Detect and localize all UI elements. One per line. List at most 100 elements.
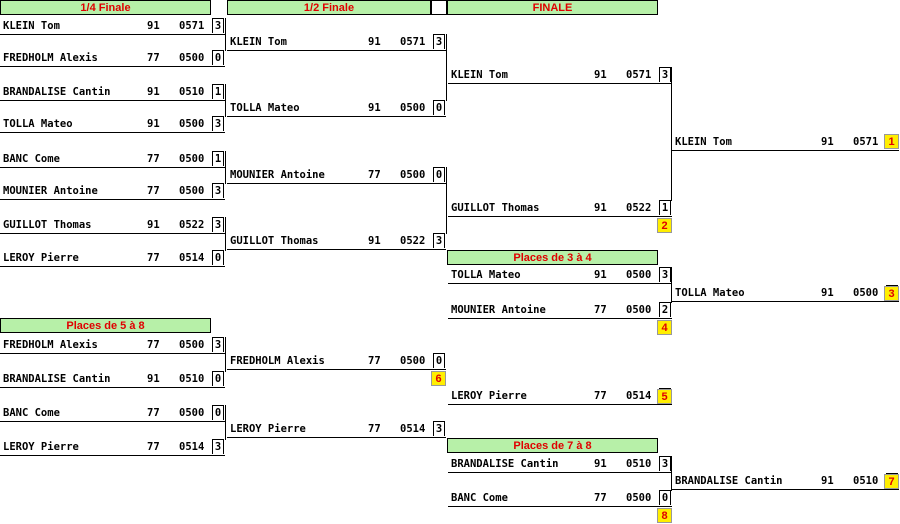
rank-badge: 4 xyxy=(657,320,672,335)
player-license: 0500 xyxy=(853,287,879,299)
player-name: TOLLA Mateo xyxy=(451,269,521,281)
match-score: 3 xyxy=(212,217,224,232)
match-score: 0 xyxy=(212,50,224,65)
match-score: 3 xyxy=(212,116,224,131)
player-name: GUILLOT Thomas xyxy=(230,235,319,247)
rank-badge: 8 xyxy=(657,508,672,523)
match-score: 0 xyxy=(212,371,224,386)
rank-badge: 3 xyxy=(884,286,899,301)
player-name: TOLLA Mateo xyxy=(3,118,73,130)
bracket-connector xyxy=(225,337,226,372)
bracket-entry: FREDHOLM Alexis 77 0500 0 xyxy=(227,353,446,370)
bracket-connector xyxy=(225,18,226,51)
player-name: TOLLA Mateo xyxy=(230,102,300,114)
player-license: 0514 xyxy=(626,390,652,402)
match-score: 0 xyxy=(433,100,445,115)
player-club: 91 xyxy=(368,102,381,114)
bracket-connector xyxy=(225,151,226,184)
match-score: 1 xyxy=(659,200,671,215)
player-license: 0500 xyxy=(400,355,426,367)
bracket-connector xyxy=(671,67,672,201)
player-license: 0500 xyxy=(626,304,652,316)
player-license: 0510 xyxy=(626,458,652,470)
rank-badge: 7 xyxy=(884,474,899,489)
player-license: 0500 xyxy=(179,153,205,165)
player-license: 0571 xyxy=(179,20,205,32)
match-score: 1 xyxy=(212,151,224,166)
player-name: BANC Come xyxy=(3,407,60,419)
header-quarter-final: 1/4 Finale xyxy=(0,0,211,15)
player-club: 77 xyxy=(147,252,160,264)
player-name: KLEIN Tom xyxy=(3,20,60,32)
player-name: LEROY Pierre xyxy=(3,441,79,453)
rank-badge: 6 xyxy=(431,371,446,386)
player-license: 0500 xyxy=(179,185,205,197)
player-license: 0500 xyxy=(179,52,205,64)
player-name: BANC Come xyxy=(451,492,508,504)
player-license: 0500 xyxy=(179,407,205,419)
player-club: 77 xyxy=(147,52,160,64)
player-name: BRANDALISE Cantin xyxy=(3,86,111,98)
bracket-connector xyxy=(225,405,226,440)
match-score: 0 xyxy=(212,250,224,265)
match-score: 0 xyxy=(433,353,445,368)
player-club: 77 xyxy=(147,407,160,419)
player-name: MOUNIER Antoine xyxy=(3,185,98,197)
player-club: 77 xyxy=(147,185,160,197)
player-club: 91 xyxy=(368,235,381,247)
match-score: 1 xyxy=(212,84,224,99)
header-places-3-4: Places de 3 à 4 xyxy=(447,250,658,265)
player-club: 77 xyxy=(368,423,381,435)
match-score: 0 xyxy=(212,405,224,420)
header-final-blank xyxy=(431,0,447,15)
header-semi-final: 1/2 Finale xyxy=(227,0,431,15)
player-name: BRANDALISE Cantin xyxy=(451,458,559,470)
player-club: 91 xyxy=(147,86,160,98)
player-license: 0571 xyxy=(626,69,652,81)
player-name: KLEIN Tom xyxy=(230,36,287,48)
player-name: GUILLOT Thomas xyxy=(451,202,540,214)
player-name: FREDHOLM Alexis xyxy=(3,52,98,64)
player-license: 0571 xyxy=(853,136,879,148)
match-score: 3 xyxy=(212,439,224,454)
player-club: 91 xyxy=(821,475,834,487)
player-license: 0500 xyxy=(626,492,652,504)
player-club: 77 xyxy=(368,355,381,367)
player-club: 91 xyxy=(594,69,607,81)
match-score: 3 xyxy=(433,233,445,248)
bracket-connector xyxy=(446,34,447,101)
player-license: 0510 xyxy=(179,373,205,385)
header-places-7-8: Places de 7 à 8 xyxy=(447,438,658,453)
rank-badge: 1 xyxy=(884,134,899,149)
match-score: 3 xyxy=(212,337,224,352)
player-license: 0500 xyxy=(179,118,205,130)
player-name: GUILLOT Thomas xyxy=(3,219,92,231)
player-name: BANC Come xyxy=(3,153,60,165)
player-name: MOUNIER Antoine xyxy=(451,304,546,316)
player-name: FREDHOLM Alexis xyxy=(230,355,325,367)
player-club: 91 xyxy=(594,458,607,470)
player-license: 0510 xyxy=(179,86,205,98)
player-license: 0500 xyxy=(400,169,426,181)
header-places-5-8: Places de 5 à 8 xyxy=(0,318,211,333)
player-license: 0514 xyxy=(400,423,426,435)
match-score: 3 xyxy=(433,34,445,49)
player-name: MOUNIER Antoine xyxy=(230,169,325,181)
player-club: 77 xyxy=(594,492,607,504)
player-club: 77 xyxy=(594,390,607,402)
bracket-entry: BANC Come 77 0500 0 xyxy=(0,405,225,422)
